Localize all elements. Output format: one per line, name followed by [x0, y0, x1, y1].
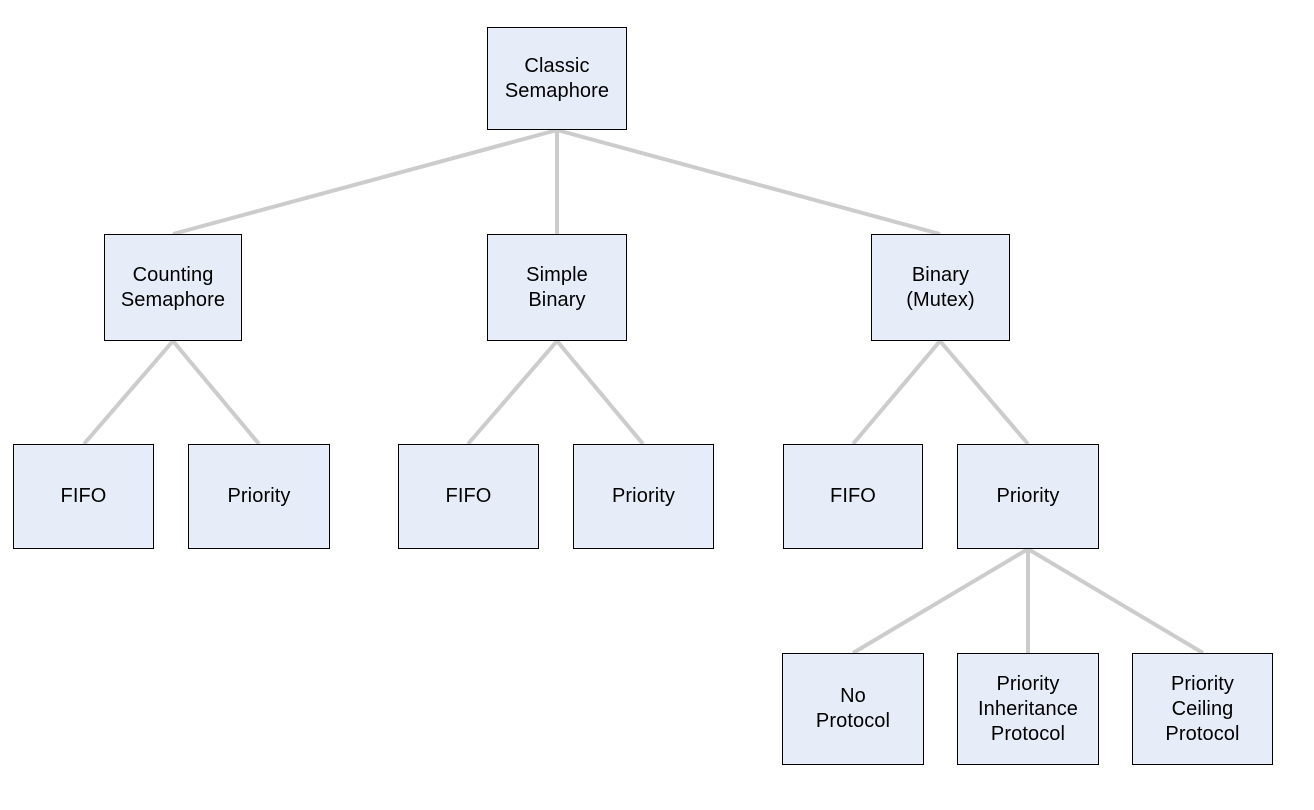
node-mutex-priority[interactable]: Priority — [957, 444, 1099, 549]
edge-simple-binary-to-simple-binary-priority — [555, 339, 645, 446]
node-label-counting-fifo: FIFO — [60, 485, 107, 507]
node-priority-inheritance-protocol[interactable]: Priority Inheritance Protocol — [957, 653, 1099, 765]
edge-counting-semaphore-to-counting-fifo — [82, 339, 175, 446]
node-counting-fifo[interactable]: FIFO — [13, 444, 154, 549]
node-simple-binary-priority[interactable]: Priority — [573, 444, 714, 549]
node-simple-binary-fifo[interactable]: FIFO — [398, 444, 539, 549]
node-label-simple-binary-priority: Priority — [611, 485, 676, 507]
node-counting-semaphore[interactable]: Counting Semaphore — [104, 234, 242, 341]
node-label-counting-semaphore: Counting Semaphore — [120, 263, 226, 311]
node-binary-mutex[interactable]: Binary (Mutex) — [871, 234, 1010, 341]
node-label-binary-mutex: Binary (Mutex) — [906, 263, 975, 311]
node-counting-priority[interactable]: Priority — [188, 444, 330, 549]
edge-mutex-priority-to-no-protocol — [851, 547, 1030, 655]
node-label-counting-priority: Priority — [227, 485, 291, 507]
node-label-priority-inheritance-protocol: Priority Inheritance Protocol — [977, 672, 1079, 745]
node-label-mutex-priority: Priority — [996, 485, 1060, 507]
node-label-simple-binary: Simple Binary — [526, 263, 588, 311]
edge-mutex-priority-to-priority-ceiling-protocol — [1026, 547, 1205, 655]
node-priority-ceiling-protocol[interactable]: Priority Ceiling Protocol — [1132, 653, 1273, 765]
edge-classic-semaphore-to-counting-semaphore — [172, 128, 558, 236]
node-classic-semaphore[interactable]: Classic Semaphore — [487, 27, 627, 130]
node-label-mutex-fifo: FIFO — [830, 485, 876, 507]
node-mutex-fifo[interactable]: FIFO — [783, 444, 923, 549]
node-label-simple-binary-fifo: FIFO — [445, 485, 492, 507]
node-no-protocol[interactable]: No Protocol — [782, 653, 924, 765]
node-label-no-protocol: No Protocol — [815, 685, 891, 732]
edge-simple-binary-to-simple-binary-fifo — [466, 339, 559, 446]
edge-binary-mutex-to-mutex-priority — [938, 339, 1030, 446]
node-simple-binary[interactable]: Simple Binary — [487, 234, 627, 341]
node-label-classic-semaphore: Classic Semaphore — [504, 54, 610, 102]
node-label-priority-ceiling-protocol: Priority Ceiling Protocol — [1165, 672, 1240, 745]
edge-classic-semaphore-to-binary-mutex — [556, 128, 941, 236]
edge-counting-semaphore-to-counting-priority — [171, 339, 261, 446]
edge-binary-mutex-to-mutex-fifo — [851, 339, 942, 446]
